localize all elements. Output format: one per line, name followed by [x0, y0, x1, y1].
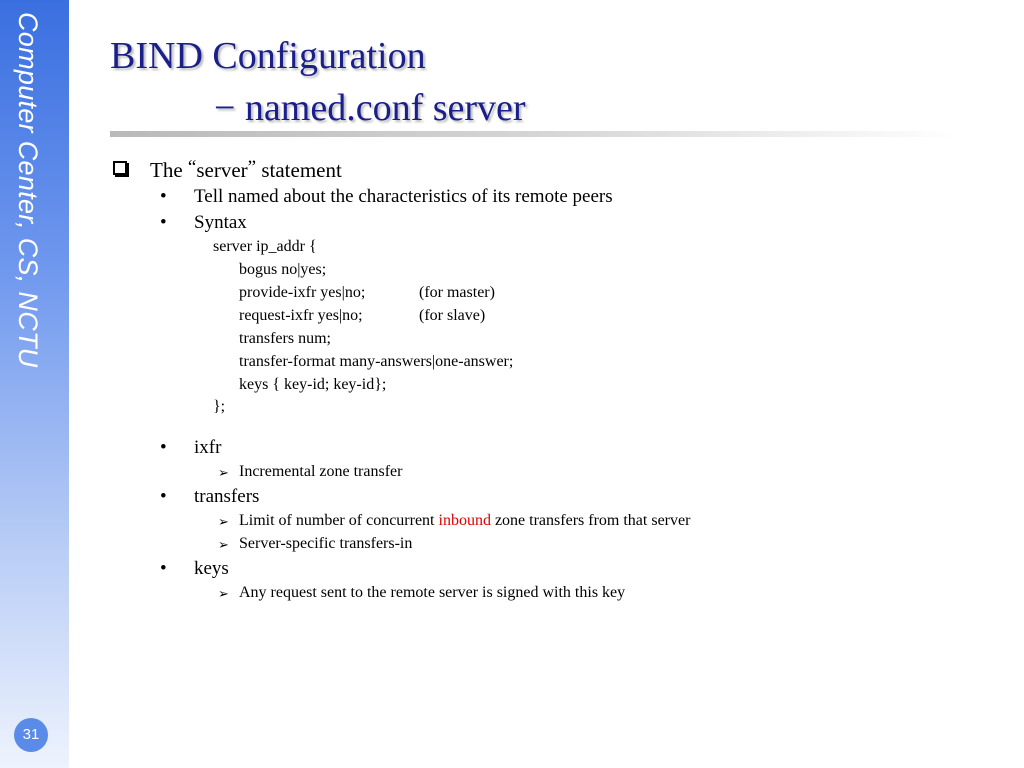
slide-subtitle: − named.conf server: [214, 87, 526, 129]
sidebar-text: Computer Center, CS, NCTU: [13, 12, 43, 368]
arrow-bullet-icon: ➢: [218, 537, 229, 552]
arrow-bullet-icon: ➢: [218, 586, 229, 601]
syntax-line-bogus: bogus no|yes;: [239, 261, 327, 278]
heading-close-quote: ”: [247, 157, 257, 178]
syntax-line-request-ixfr: request-ixfr yes|no;: [239, 307, 363, 324]
heading-prefix: The: [150, 158, 188, 182]
bullet-item-transfers: transfers: [194, 486, 260, 507]
syntax-open-line: server ip_addr {: [213, 238, 317, 255]
bullet-item-syntax: Syntax: [194, 212, 247, 233]
syntax-line-transfers: transfers num;: [239, 330, 331, 347]
title-divider: [110, 131, 960, 137]
bullet-item-peers: Tell named about the characteristics of …: [194, 186, 613, 207]
transfers-limit-before: Limit of number of concurrent: [239, 512, 439, 529]
inbound-highlight: inbound: [438, 512, 491, 529]
sidebar: Computer Center, CS, NCTU: [0, 0, 69, 768]
transfers-limit-after: zone transfers from that server: [490, 512, 691, 529]
bullet-item-ixfr: ixfr: [194, 437, 222, 458]
keys-description: Any request sent to the remote server is…: [239, 584, 626, 601]
bullet-icon: •: [160, 186, 167, 207]
heading-server-statement: The “server” statement: [150, 157, 342, 183]
heading-open-quote: “: [187, 157, 197, 178]
checkbox-bullet-icon: [113, 161, 127, 175]
bullet-icon: •: [160, 558, 167, 579]
arrow-bullet-icon: ➢: [218, 465, 229, 480]
page-number-badge: 31: [14, 718, 48, 752]
ixfr-description: Incremental zone transfer: [239, 463, 403, 480]
syntax-line-keys: keys { key-id; key-id};: [239, 376, 387, 393]
bullet-icon: •: [160, 212, 167, 233]
slide-title: BIND Configuration: [110, 35, 426, 77]
syntax-line-transfer-format: transfer-format many-answers|one-answer;: [239, 353, 514, 370]
heading-suffix: statement: [256, 158, 342, 182]
transfers-description-server-specific: Server-specific transfers-in: [239, 535, 413, 552]
syntax-note-master: (for master): [419, 284, 495, 301]
bullet-item-keys: keys: [194, 558, 229, 579]
syntax-close-line: };: [213, 398, 226, 415]
bullet-icon: •: [160, 486, 167, 507]
transfers-description-limit: Limit of number of concurrent inbound zo…: [239, 512, 690, 530]
heading-keyword: server: [196, 158, 248, 182]
arrow-bullet-icon: ➢: [218, 514, 229, 529]
syntax-line-provide-ixfr: provide-ixfr yes|no;: [239, 284, 366, 301]
syntax-note-slave: (for slave): [419, 307, 486, 324]
bullet-icon: •: [160, 437, 167, 458]
